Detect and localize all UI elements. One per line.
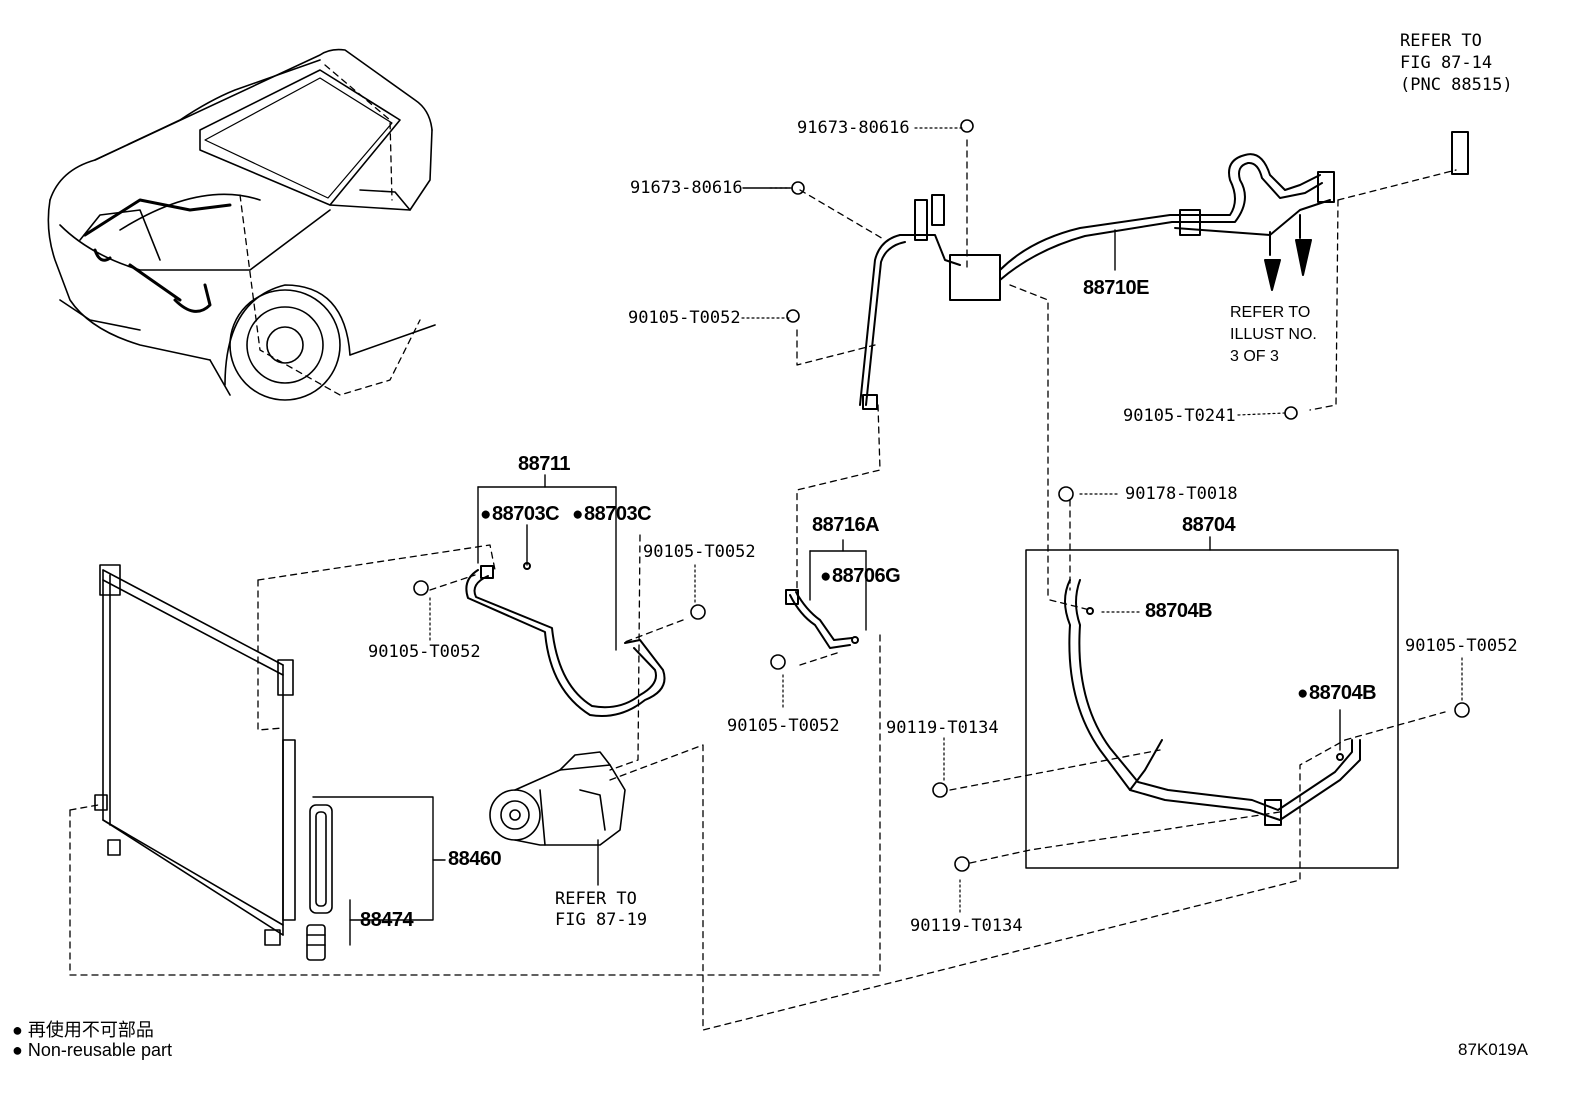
hose-88711 <box>465 562 666 717</box>
refer-fig-87-19: REFER TO FIG 87-19 <box>555 889 648 930</box>
solid-leaders <box>312 187 1341 946</box>
label-90105-T0052-right[interactable]: 90105-T0052 <box>1405 636 1518 656</box>
label-88704B-lower[interactable]: 88704B <box>1297 683 1377 704</box>
label-90178-T0018[interactable]: 90178-T0018 <box>1125 484 1238 504</box>
label-90105-T0052-left[interactable]: 90105-T0052 <box>368 642 481 662</box>
hose-88716A <box>785 589 859 649</box>
label-88703C-right[interactable]: 88703C <box>572 504 652 525</box>
label-88704B-upper[interactable]: 88704B <box>1145 600 1213 622</box>
bolts <box>413 119 1470 872</box>
label-90105-T0052-low[interactable]: 90105-T0052 <box>727 716 840 736</box>
legend-bullet-icon: ● <box>12 1040 28 1060</box>
label-90119-T0134-upper[interactable]: 90119-T0134 <box>886 718 999 738</box>
label-90105-T0052-upper[interactable]: 90105-T0052 <box>628 308 741 328</box>
assembly-box-88704 <box>1025 549 1399 869</box>
label-88474[interactable]: 88474 <box>360 909 414 931</box>
label-88716A[interactable]: 88716A <box>812 514 880 536</box>
legend-english: ● Non-reusable part <box>12 1040 172 1061</box>
dashed-leaders <box>69 64 1457 1031</box>
vehicle-illustration <box>47 48 436 401</box>
label-88704[interactable]: 88704 <box>1182 514 1236 536</box>
label-88460[interactable]: 88460 <box>448 848 502 870</box>
label-90105-T0052-mid[interactable]: 90105-T0052 <box>643 542 756 562</box>
label-88703C-left[interactable]: 88703C <box>480 504 560 525</box>
condenser <box>94 564 296 946</box>
hose-88704 <box>1064 579 1361 826</box>
figure-id: 87K019A <box>1458 1040 1528 1059</box>
pipe-88710E <box>859 131 1469 410</box>
legend-japanese: ● 再使用不可部品 <box>12 1016 154 1042</box>
legend-text-en: Non-reusable part <box>27 1040 172 1060</box>
label-88711[interactable]: 88711 <box>518 453 571 475</box>
receiver-88474 <box>306 804 333 961</box>
label-90105-T0241[interactable]: 90105-T0241 <box>1123 406 1236 426</box>
label-88710E[interactable]: 88710E <box>1083 277 1149 299</box>
label-88706G[interactable]: 88706G <box>820 566 901 587</box>
refer-illust-3-of-3: REFER TO ILLUST NO. 3 OF 3 <box>1230 304 1317 365</box>
label-90119-T0134-lower[interactable]: 90119-T0134 <box>910 916 1023 936</box>
refer-fig-87-14: REFER TO FIG 87-14 (PNC 88515) <box>1400 31 1513 95</box>
label-leaders <box>429 127 1463 913</box>
legend-bullet-icon: ● <box>12 1020 28 1040</box>
legend-text-jp: 再使用不可部品 <box>27 1020 154 1040</box>
label-91673-80616-top[interactable]: 91673-80616 <box>797 118 910 138</box>
label-91673-80616-left[interactable]: 91673-80616 <box>630 178 743 198</box>
compressor <box>489 751 626 846</box>
